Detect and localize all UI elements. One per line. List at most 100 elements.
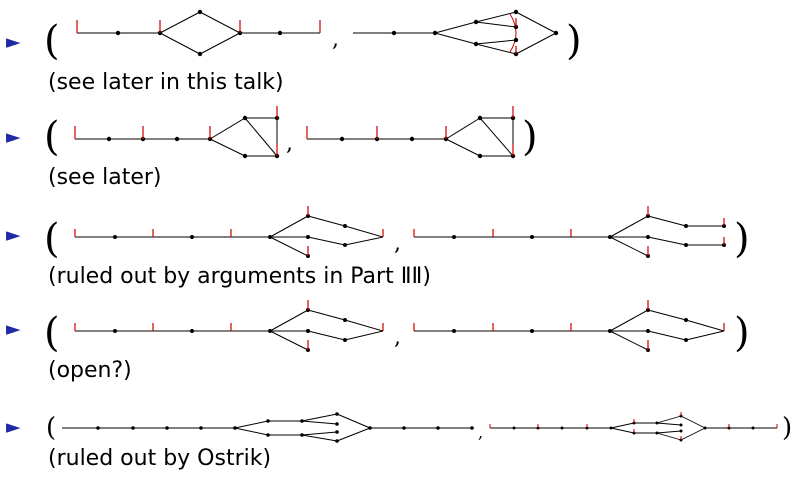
vertex bbox=[306, 235, 310, 239]
item-5-graph-right-vertices bbox=[512, 414, 755, 442]
vertex bbox=[655, 421, 659, 425]
vertex bbox=[190, 329, 194, 333]
item-3-bullet-icon: ► bbox=[6, 224, 21, 246]
vertex bbox=[174, 136, 180, 142]
item-3-graph-right bbox=[414, 215, 724, 257]
vertex bbox=[113, 329, 117, 333]
svg-text:(: ( bbox=[46, 413, 56, 443]
vertex bbox=[233, 426, 237, 430]
vertex bbox=[530, 329, 534, 333]
item-2-close-paren: ) bbox=[522, 114, 538, 160]
item-5-close-paren: ) bbox=[782, 413, 792, 443]
svg-text:(: ( bbox=[44, 18, 60, 64]
svg-text:(: ( bbox=[44, 114, 60, 160]
svg-text:): ) bbox=[566, 18, 582, 64]
svg-text:): ) bbox=[734, 310, 750, 356]
vertex bbox=[391, 30, 397, 36]
vertex bbox=[473, 41, 479, 47]
item-4-caption: (open?) bbox=[48, 358, 132, 383]
item-3-graph-left-vertices bbox=[113, 214, 347, 258]
vertex bbox=[115, 30, 121, 36]
vertex bbox=[343, 318, 347, 322]
svg-text:,: , bbox=[332, 27, 339, 52]
item-2-graph-right-markers bbox=[306, 106, 514, 156]
item-5-bullet-icon: ► bbox=[6, 416, 21, 438]
vertex bbox=[335, 422, 339, 426]
vertex bbox=[609, 426, 613, 430]
vertex bbox=[343, 338, 347, 342]
svg-text:(: ( bbox=[44, 310, 60, 356]
vertex bbox=[402, 426, 406, 430]
vertex bbox=[268, 329, 272, 333]
vertex bbox=[432, 30, 438, 36]
item-1-bullet-icon: ► bbox=[6, 31, 21, 53]
item-5-caption: (ruled out by Ostrik) bbox=[48, 446, 272, 471]
vertex bbox=[655, 431, 659, 435]
svg-text:): ) bbox=[782, 413, 792, 443]
item-1-graph-left-markers bbox=[76, 20, 321, 33]
item-2-comma: , bbox=[286, 131, 293, 156]
vertex bbox=[646, 235, 650, 239]
vertex bbox=[268, 235, 272, 239]
vertex bbox=[113, 235, 117, 239]
vertex bbox=[197, 51, 203, 57]
item-2-bullet-icon: ► bbox=[6, 126, 21, 148]
vertex bbox=[452, 235, 456, 239]
svg-text:(: ( bbox=[44, 216, 60, 262]
vertex bbox=[608, 329, 612, 333]
item-4-graph-right-markers bbox=[413, 300, 725, 350]
vertex bbox=[513, 37, 519, 43]
item-5-graph-right-markers bbox=[489, 412, 778, 440]
item-4-graph-left-vertices bbox=[113, 308, 347, 352]
vertex bbox=[131, 426, 135, 430]
vertex bbox=[553, 30, 559, 36]
item-5-graph-left bbox=[62, 413, 472, 442]
vertex bbox=[266, 433, 270, 437]
item-4-graph-left bbox=[75, 309, 384, 351]
item-5-open-paren: ( bbox=[46, 413, 56, 443]
vertex bbox=[684, 224, 688, 228]
item-1-graph-right-vertices bbox=[391, 9, 559, 57]
vertex bbox=[335, 439, 339, 443]
vertex bbox=[409, 136, 415, 142]
item-4-graph-right bbox=[414, 309, 725, 351]
vertex bbox=[679, 423, 683, 427]
item-5-comma: , bbox=[478, 423, 483, 442]
vertex bbox=[165, 426, 169, 430]
vertex bbox=[300, 419, 304, 423]
vertex bbox=[197, 9, 203, 15]
vertex bbox=[335, 430, 339, 434]
item-4-bullet-icon: ► bbox=[6, 318, 21, 340]
svg-text:,: , bbox=[394, 231, 401, 256]
item-3-graph-right-markers bbox=[413, 206, 725, 256]
item-3-comma: , bbox=[394, 231, 401, 256]
vertex bbox=[452, 329, 456, 333]
vertex bbox=[684, 318, 688, 322]
vertex bbox=[242, 153, 248, 159]
svg-text:): ) bbox=[734, 216, 750, 262]
vertex bbox=[530, 235, 534, 239]
item-4-comma: , bbox=[394, 325, 401, 350]
item-2-graph-left-markers bbox=[74, 106, 278, 156]
vertex bbox=[679, 429, 683, 433]
vertex bbox=[684, 243, 688, 247]
item-4-open-paren: ( bbox=[44, 310, 60, 356]
vertex bbox=[436, 426, 440, 430]
vertex bbox=[335, 412, 339, 416]
vertex bbox=[470, 426, 474, 430]
item-2-open-paren: ( bbox=[44, 114, 60, 160]
item-1-close-paren: ) bbox=[566, 18, 582, 64]
svg-text:,: , bbox=[394, 325, 401, 350]
vertex bbox=[343, 224, 347, 228]
item-1-caption: (see later in this talk) bbox=[48, 70, 284, 95]
vertex bbox=[751, 426, 755, 430]
item-2-caption: (see later) bbox=[48, 165, 162, 190]
vertex bbox=[266, 419, 270, 423]
item-3-close-paren: ) bbox=[734, 216, 750, 262]
vertex bbox=[339, 136, 345, 142]
vertex bbox=[242, 115, 248, 121]
svg-text:,: , bbox=[478, 423, 483, 442]
